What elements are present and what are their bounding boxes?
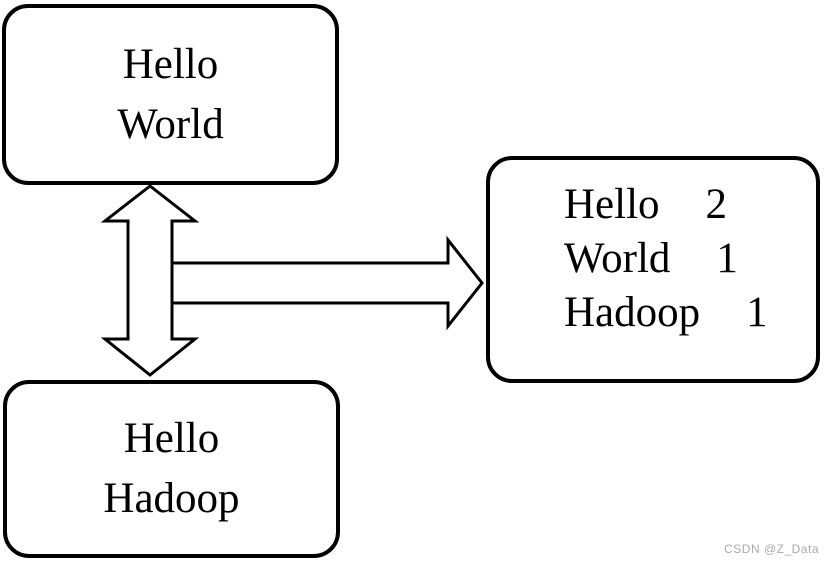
word-count-value: 1 <box>746 288 768 336</box>
box-hello-world-line-1: Hello <box>122 40 219 88</box>
word-count-row: Hadoop 1 <box>564 286 816 340</box>
box-hello-world-line-2: World <box>117 100 224 148</box>
word-label: Hadoop <box>564 288 701 336</box>
right-arrow-icon <box>170 235 484 331</box>
word-label: Hello <box>564 180 660 228</box>
word-label: World <box>564 234 671 282</box>
box-hello-hadoop-line-1: Hello <box>123 415 220 462</box>
box-hello-world: Hello World <box>2 4 339 185</box>
word-count-row: Hello 2 <box>564 178 816 232</box>
watermark-text: CSDN @Z_Data <box>724 542 819 556</box>
box-hello-hadoop-line-2: Hadoop <box>103 475 240 522</box>
word-count-value: 1 <box>716 234 738 282</box>
word-count-row: World 1 <box>564 232 816 286</box>
up-down-arrow-icon <box>100 184 200 377</box>
word-count-value: 2 <box>705 180 728 228</box>
box-hello-hadoop: Hello Hadoop <box>3 380 340 558</box>
box-word-counts: Hello 2 World 1 Hadoop 1 <box>486 156 820 383</box>
